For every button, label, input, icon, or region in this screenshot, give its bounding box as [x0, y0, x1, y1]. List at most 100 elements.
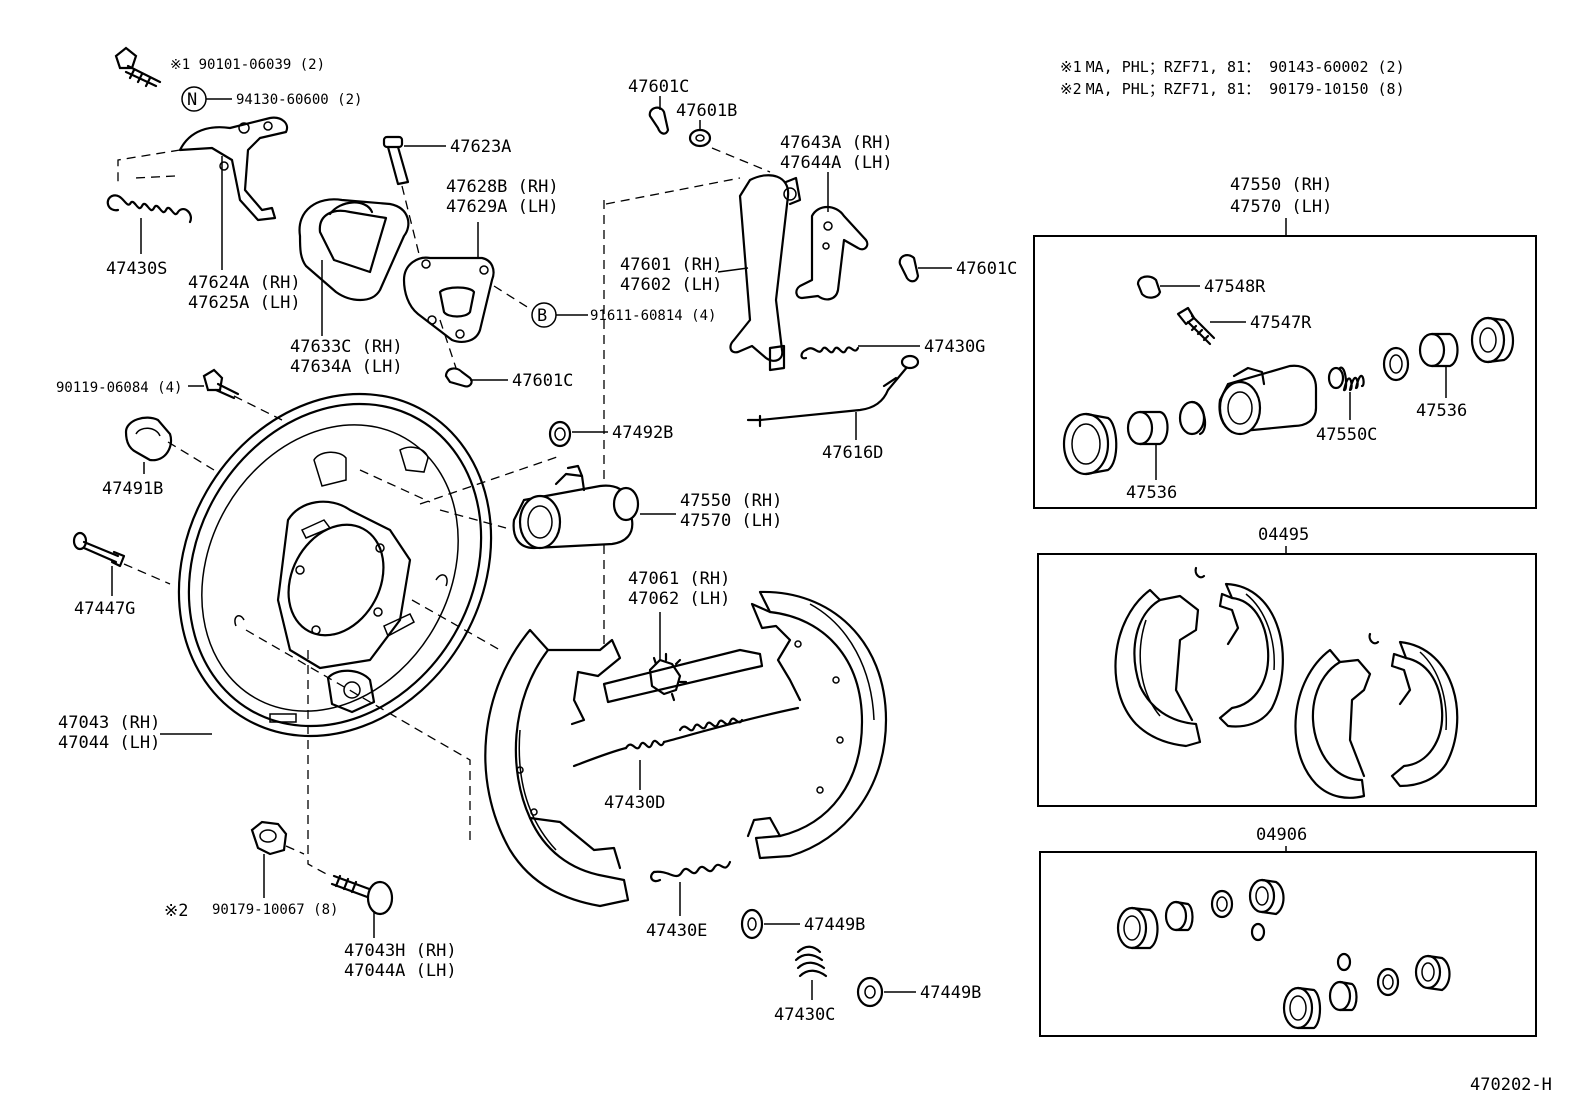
label-47430G: 47430G: [924, 337, 985, 357]
label-94130: 94130-60600 (2): [236, 92, 362, 108]
kit2-box: [1037, 553, 1537, 807]
label-47550C: 47550C: [1316, 425, 1377, 445]
adjuster-lever-47643A: [795, 205, 869, 301]
label-47601C-lower: 47601C: [512, 371, 573, 391]
label-47449B-lower: 47449B: [920, 983, 981, 1003]
clip-47601C-top: [648, 106, 670, 135]
label-90179: 90179-10067 (8): [212, 902, 338, 918]
label-47624A: 47624A (RH): [188, 273, 301, 293]
label-47628B: 47628B (RH): [446, 177, 559, 197]
kit1-box: [1033, 235, 1537, 509]
kit1-title-rh: 47550 (RH): [1230, 175, 1332, 195]
label-47601B: 47601B: [676, 101, 737, 121]
clip-47601C-lower: [444, 367, 473, 388]
kit2-shoe-1: [1114, 566, 1206, 748]
circle-b-marker: B: [531, 302, 557, 328]
kit3-box: [1039, 851, 1537, 1037]
pin-47623A: [382, 135, 410, 186]
dust-boot-47633C: [298, 198, 410, 302]
parking-lever-bracket: [178, 116, 289, 222]
label-47491B: 47491B: [102, 479, 163, 499]
cup-47449B-lower: [856, 976, 884, 1008]
kit2-shoe-4: [1390, 640, 1459, 788]
label-47547R: 47547R: [1250, 313, 1312, 333]
label-47061: 47061 (RH): [628, 569, 730, 589]
label-47447G: 47447G: [74, 599, 135, 619]
kit1-cylinder-body: [1218, 364, 1318, 436]
label-47644A: 47644A (LH): [780, 153, 893, 173]
spring-47430D: [572, 706, 800, 768]
plug-47491B: [124, 416, 173, 462]
kit2-shoe-2: [1218, 582, 1284, 728]
kit3-title: 04906: [1256, 825, 1307, 845]
wheel-cylinder-47550: [512, 464, 640, 550]
label-47548R: 47548R: [1204, 277, 1266, 297]
label-47623A: 47623A: [450, 137, 511, 157]
label-47062: 47062 (LH): [628, 589, 730, 609]
figure-code: 470202-H: [1470, 1075, 1552, 1095]
kit1-cup-right: [1382, 346, 1410, 382]
spring-47430C: [794, 945, 828, 978]
label-47601C-top: 47601C: [628, 77, 689, 97]
cable-47616D: [746, 354, 920, 428]
label-47633C: 47633C (RH): [290, 337, 403, 357]
label-47629A: 47629A (LH): [446, 197, 559, 217]
label-47430E: 47430E: [646, 921, 707, 941]
kit3-parts-lower: [1282, 952, 1451, 1030]
label-47430D: 47430D: [604, 793, 665, 813]
label-47430C: 47430C: [774, 1005, 835, 1025]
bleeder-screw-47547R: [1176, 306, 1216, 346]
circle-n-letter: N: [187, 90, 197, 110]
label-47634A: 47634A (LH): [290, 357, 403, 377]
brake-shoe-leading: [484, 628, 630, 908]
label-47449B-upper: 47449B: [804, 915, 865, 935]
label-90101: ※1 90101-06039 (2): [170, 57, 325, 73]
brake-shoe-trailing: [746, 590, 888, 860]
circle-n-marker: N: [181, 86, 207, 112]
bleeder-cap-47548R: [1136, 275, 1162, 299]
label-90119: 90119-06084 (4): [56, 380, 182, 396]
kit3-parts-upper: [1116, 878, 1285, 950]
label-47601C-right: 47601C: [956, 259, 1017, 279]
label-star2: ※2: [164, 901, 188, 921]
hub-bolt-47043H: [330, 874, 394, 916]
label-47601: 47601 (RH): [620, 255, 722, 275]
pin-47447G: [72, 531, 126, 568]
label-47536-right: 47536: [1416, 401, 1467, 421]
plug-47492B: [548, 420, 572, 448]
label-47643A: 47643A (RH): [780, 133, 893, 153]
kit1-piston-left: [1126, 410, 1169, 446]
kit1-title-lh: 47570 (LH): [1230, 197, 1332, 217]
label-47492B: 47492B: [612, 423, 673, 443]
strut-47628B: [402, 256, 495, 343]
label-47044: 47044 (LH): [58, 733, 160, 753]
label-47570: 47570 (LH): [680, 511, 782, 531]
circle-b-letter: B: [537, 306, 547, 326]
spring-47430S: [106, 194, 192, 224]
washer-47601B: [688, 128, 712, 148]
adjuster-47061: [602, 648, 764, 704]
label-47602: 47602 (LH): [620, 275, 722, 295]
kit1-piston-right: [1418, 332, 1459, 368]
nut-90179: [250, 820, 288, 856]
label-47044A: 47044A (LH): [344, 961, 457, 981]
spring-47430E: [650, 860, 732, 883]
label-91611: 91611-60814 (4): [590, 308, 716, 324]
kit1-spring-47550C: [1327, 366, 1365, 392]
kit2-shoe-3: [1294, 632, 1380, 799]
label-47616D: 47616D: [822, 443, 883, 463]
label-47536-left: 47536: [1126, 483, 1177, 503]
label-47043: 47043 (RH): [58, 713, 160, 733]
spring-47430G: [800, 346, 860, 360]
clip-47601C-right: [898, 254, 920, 283]
kit1-cup-left: [1178, 400, 1207, 436]
label-47430S: 47430S: [106, 259, 167, 279]
kit1-boot-left: [1062, 412, 1118, 476]
kit1-boot-right: [1470, 316, 1515, 364]
backing-plate-47043: [177, 392, 493, 738]
kit2-title: 04495: [1258, 525, 1309, 545]
bolt-90101: [114, 46, 162, 88]
